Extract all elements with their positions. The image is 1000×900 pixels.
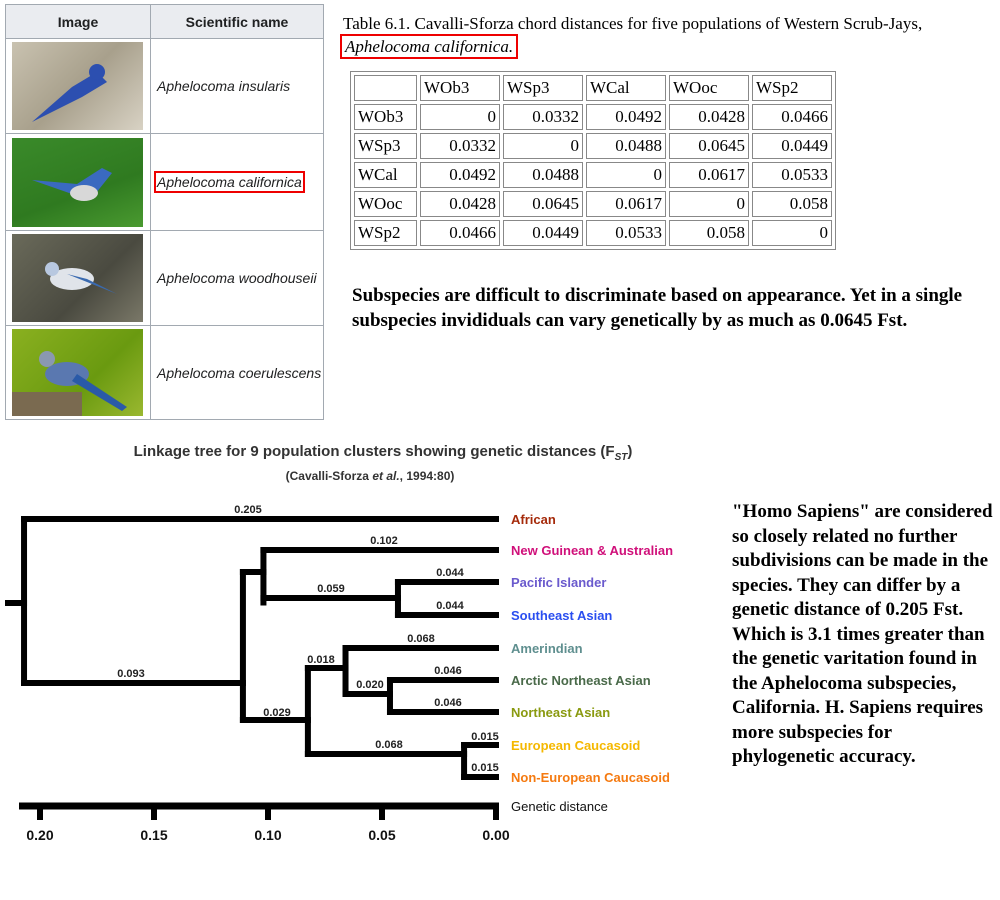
table-cell: WOoc xyxy=(669,75,749,101)
tick-label: 0.05 xyxy=(368,827,395,843)
axis-label: Genetic distance xyxy=(511,799,608,814)
leaf-label: Pacific Islander xyxy=(511,575,606,590)
table-cell: 0.058 xyxy=(752,191,832,217)
table-cell: WSp2 xyxy=(354,220,417,246)
header-image: Image xyxy=(5,4,151,39)
table-cell: WSp3 xyxy=(503,75,583,101)
table-cell: 0.0492 xyxy=(586,104,666,130)
table-cell: 0.0645 xyxy=(669,133,749,159)
header-scientific-name: Scientific name xyxy=(150,4,324,39)
species-name-highlighted: Aphelocoma californica xyxy=(154,171,305,193)
leaf-label: Northeast Asian xyxy=(511,705,610,720)
table-cell xyxy=(354,75,417,101)
branch-label: 0.093 xyxy=(117,668,145,680)
leaf-label: New Guinean & Australian xyxy=(511,543,673,558)
table-cell: 0 xyxy=(420,104,500,130)
table-cell: 0.0428 xyxy=(669,104,749,130)
table-cell: 0.0466 xyxy=(752,104,832,130)
branch-label: 0.018 xyxy=(307,654,335,666)
tick-label: 0.10 xyxy=(254,827,281,843)
species-name: Aphelocoma insularis xyxy=(150,38,324,134)
table-cell: WCal xyxy=(354,162,417,188)
table-cell: 0.0617 xyxy=(669,162,749,188)
branch-label: 0.068 xyxy=(375,739,403,751)
leaf-label: European Caucasoid xyxy=(511,738,640,753)
branch-label: 0.068 xyxy=(407,633,435,645)
table-cell: 0.0449 xyxy=(752,133,832,159)
table-cell: 0 xyxy=(669,191,749,217)
homo-sapiens-note: "Homo Sapiens" are considered so closely… xyxy=(732,501,993,767)
branch-label: 0.029 xyxy=(263,707,291,719)
table-cell: 0.0488 xyxy=(586,133,666,159)
table-cell: WOb3 xyxy=(420,75,500,101)
tick-label: 0.15 xyxy=(140,827,167,843)
table-cell: 0.0488 xyxy=(503,162,583,188)
linkage-tree-chart: Linkage tree for 9 population clusters s… xyxy=(5,443,673,843)
tick-label: 0.00 xyxy=(482,827,509,843)
table-cell: WSp3 xyxy=(354,133,417,159)
leaf-label: Southeast Asian xyxy=(511,608,612,623)
caption-species-highlighted: Aphelocoma californica. xyxy=(339,34,519,59)
subspecies-note: Subspecies are difficult to discriminate… xyxy=(352,285,963,331)
tick-label: 0.20 xyxy=(26,827,53,843)
bird-photo-californica xyxy=(12,137,143,227)
table-caption: Table 6.1. Cavalli-Sforza chord distance… xyxy=(339,12,923,59)
branch-label: 0.046 xyxy=(434,697,462,709)
species-name: Aphelocoma coerulescens xyxy=(150,325,324,420)
table-cell: 0.0492 xyxy=(420,162,500,188)
branch-label: 0.205 xyxy=(234,504,262,516)
table-cell: 0.0645 xyxy=(503,191,583,217)
table-cell: 0.0332 xyxy=(420,133,500,159)
table-cell: 0 xyxy=(586,162,666,188)
branch-label: 0.044 xyxy=(436,567,464,579)
chart-subtitle: (Cavalli-Sforza et al., 1994:80) xyxy=(286,469,455,483)
leaf-label: Non-European Caucasoid xyxy=(511,770,670,785)
leaf-label: African xyxy=(511,512,556,527)
branch-label: 0.046 xyxy=(434,665,462,677)
table-cell: 0.0428 xyxy=(420,191,500,217)
bird-photo-woodhouseii xyxy=(12,234,143,322)
chart-title: Linkage tree for 9 population clusters s… xyxy=(134,443,633,463)
table-cell: 0.0466 xyxy=(420,220,500,246)
table-cell: 0.0533 xyxy=(586,220,666,246)
branch-label: 0.020 xyxy=(356,679,384,691)
leaf-label: Amerindian xyxy=(511,641,583,656)
branch-label: 0.044 xyxy=(436,600,464,612)
bird-photo-coerulescens xyxy=(12,329,143,416)
leaf-label: Arctic Northeast Asian xyxy=(511,673,651,688)
caption-text: Table 6.1. Cavalli-Sforza chord distance… xyxy=(343,14,923,33)
table-cell: 0.0449 xyxy=(503,220,583,246)
table-cell: WCal xyxy=(586,75,666,101)
table-cell: 0 xyxy=(752,220,832,246)
table-cell: WOoc xyxy=(354,191,417,217)
branch-label: 0.102 xyxy=(370,535,398,547)
branch-label: 0.015 xyxy=(471,731,499,743)
table-cell: WSp2 xyxy=(752,75,832,101)
table-cell: 0 xyxy=(503,133,583,159)
table-cell: WOb3 xyxy=(354,104,417,130)
species-name: Aphelocoma woodhouseii xyxy=(150,230,324,326)
branch-label: 0.015 xyxy=(471,762,499,774)
table-cell: 0.0533 xyxy=(752,162,832,188)
table-cell: 0.0617 xyxy=(586,191,666,217)
bird-photo-insularis xyxy=(12,42,143,130)
branch-label: 0.059 xyxy=(317,583,345,595)
table-cell: 0.058 xyxy=(669,220,749,246)
table-cell: 0.0332 xyxy=(503,104,583,130)
